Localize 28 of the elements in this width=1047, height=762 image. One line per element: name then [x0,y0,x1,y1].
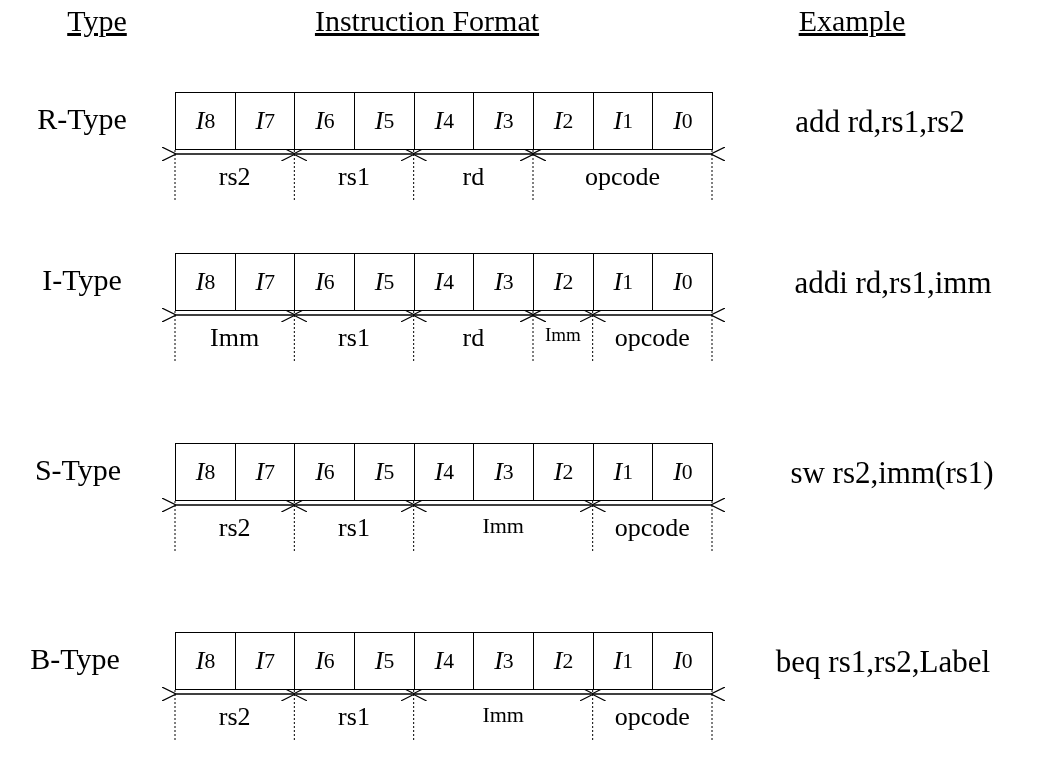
field-label: rs2 [218,515,251,541]
field-label: rs2 [218,704,251,730]
column-heading: Type [67,6,127,36]
type-label: B-Type [30,644,120,674]
column-heading: Example [798,6,906,36]
field-label: rs1 [338,515,370,541]
field-label: rs2 [218,164,251,190]
type-label: R-Type [37,104,127,134]
field-label: rd [462,164,485,190]
assembly-example: sw rs2,imm(rs1) [790,457,994,488]
assembly-example: addi rd,rs1,imm [794,267,992,298]
field-label: opcode [584,164,661,190]
type-label: S-Type [34,455,122,485]
field-label: Imm [482,515,524,537]
field-label: rs1 [338,325,370,351]
type-label: I-Type [42,265,122,295]
column-heading: Instruction Format [314,6,540,36]
field-label: Imm [210,325,260,351]
field-label: rd [462,325,485,351]
field-label: opcode [614,704,690,730]
assembly-example: add rd,rs1,rs2 [795,106,965,137]
field-label: Imm [544,325,581,344]
field-label: rs1 [338,164,370,190]
field-label: opcode [614,515,690,541]
assembly-example: beq rs1,rs2,Label [775,646,991,677]
field-label: Imm [482,704,524,726]
field-label: rs1 [338,704,370,730]
field-label: opcode [614,325,690,351]
